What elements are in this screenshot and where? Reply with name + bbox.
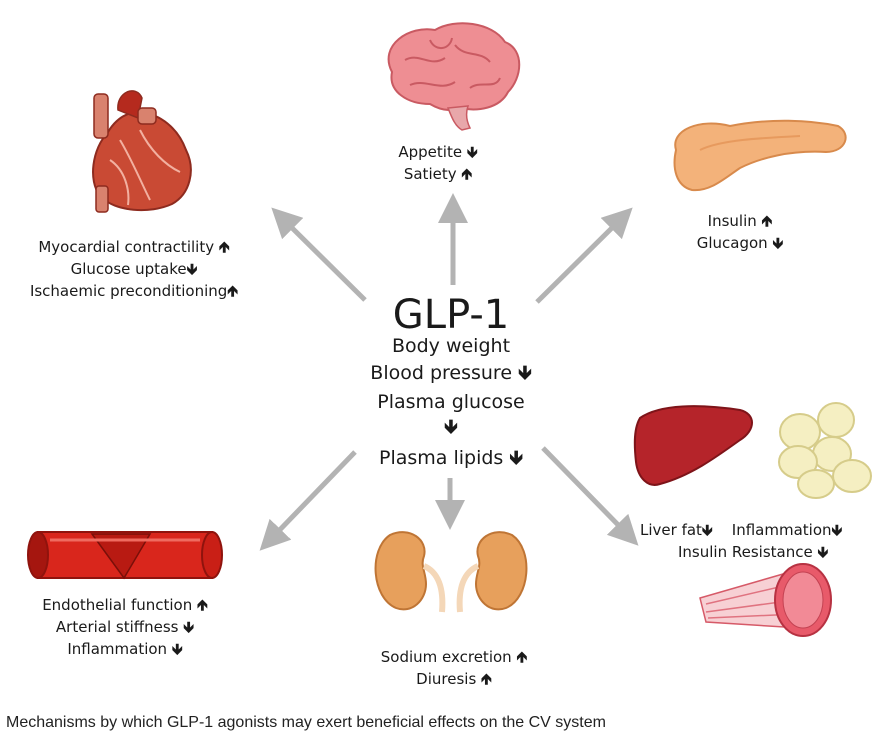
pancreas-effect-2: Glucagon 🡻	[696, 234, 784, 252]
liver-effect-row-1: Liver fat🡻 Inflammation🡻	[640, 521, 843, 539]
kidneys-icon	[374, 531, 528, 613]
brain-icon	[387, 22, 521, 131]
arrow-to-liver	[541, 446, 639, 546]
vessel-effects: Endothelial function 🡹 Arterial stiffnes…	[30, 594, 220, 660]
brain-effects: Appetite 🡻 Satiety 🡹	[378, 141, 498, 185]
kidney-effects: Sodium excretion 🡹 Diuresis 🡹	[366, 646, 542, 690]
muscle-icon	[699, 563, 832, 637]
brain-effect-2: Satiety 🡹	[403, 165, 473, 183]
center-item-shared-arrow: 🡻	[444, 416, 458, 438]
vessel-effect-1: Endothelial function 🡹	[42, 596, 208, 614]
arrow-to-pancreas	[535, 207, 633, 304]
figure-caption: Mechanisms by which GLP-1 agonists may e…	[6, 714, 606, 731]
radiating-arrows	[259, 193, 639, 551]
pancreas-effects: Insulin 🡹 Glucagon 🡻	[680, 210, 800, 254]
heart-icon	[92, 90, 192, 213]
liver-effects: Liver fat🡻 Inflammation🡻 Insulin Resista…	[640, 519, 876, 563]
heart-effect-3: Ischaemic preconditioning🡹	[29, 282, 239, 300]
pancreas-effect-1: Insulin 🡹	[707, 212, 773, 230]
arrow-to-vessel	[259, 450, 357, 551]
heart-effects: Myocardial contractility 🡹 Glucose uptak…	[20, 236, 248, 302]
vessel-effect-2: Arterial stiffness 🡻	[55, 618, 195, 636]
heart-effect-2: Glucose uptake🡻	[70, 260, 198, 278]
liver-icon	[633, 405, 753, 486]
liver-effect-row-2: Insulin Resistance 🡻	[678, 543, 829, 561]
vessel-effect-3: Inflammation 🡻	[67, 640, 183, 658]
heart-effect-1: Myocardial contractility 🡹	[38, 238, 230, 256]
kidney-effect-2: Diuresis 🡹	[416, 670, 492, 688]
center-item-plasma-lipids: Plasma lipids 🡻	[378, 447, 524, 469]
arrow-to-heart	[271, 207, 367, 302]
center-item-blood-pressure: Blood pressure 🡻	[370, 362, 532, 384]
center-title: GLP-1	[392, 292, 510, 338]
center-item-body-weight: Body weight	[391, 335, 511, 357]
fat-cells-icon	[778, 402, 872, 499]
brain-effect-1: Appetite 🡻	[398, 143, 478, 161]
center-item-plasma-glucose: Plasma glucose	[377, 391, 525, 413]
kidney-effect-1: Sodium excretion 🡹	[380, 648, 528, 666]
pancreas-icon	[673, 119, 847, 192]
vessel-icon	[27, 531, 223, 580]
